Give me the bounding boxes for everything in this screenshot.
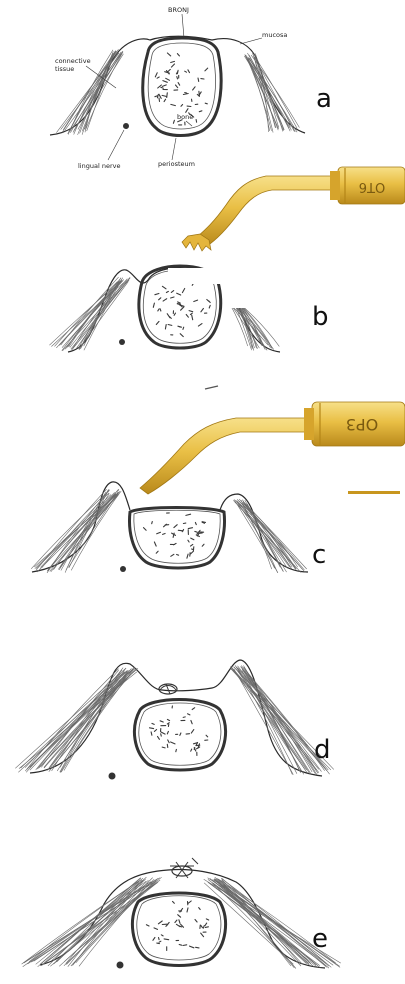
trabecula-mark	[157, 943, 160, 944]
label-tissue: tissue	[55, 65, 74, 73]
fiber-stroke	[84, 279, 122, 350]
trabecula-mark	[152, 522, 153, 524]
label-bronj: BRONJ	[168, 6, 189, 14]
trabecula-mark	[177, 555, 179, 556]
panel-letter-a: a	[316, 84, 332, 114]
image-cutout-right	[226, 280, 254, 308]
fiber-stroke	[256, 58, 298, 129]
trabecula-mark	[195, 531, 197, 532]
fiber-stroke	[49, 281, 120, 346]
panel-letter-d: d	[314, 735, 331, 765]
fiber-stroke	[209, 883, 309, 964]
fiber-stroke	[50, 494, 117, 572]
label-bone: bone	[177, 113, 193, 121]
ink-mark	[205, 386, 218, 389]
tip-collar-bottom	[304, 408, 314, 440]
fiber-stroke	[233, 500, 289, 567]
lingual-nerve-dot	[109, 773, 116, 780]
leader-periosteum	[172, 138, 176, 160]
trabecula-mark	[183, 717, 185, 718]
trabecula-mark	[205, 927, 208, 928]
label-connective: connective	[55, 57, 91, 65]
bone-section	[134, 510, 220, 563]
trabecula-mark	[179, 945, 181, 946]
connective-tissue-fibers-left	[49, 277, 130, 351]
fiber-stroke	[71, 282, 127, 350]
fiber-stroke	[79, 282, 129, 350]
connective-tissue-fibers-right	[233, 499, 306, 573]
panel-letter-c: c	[312, 540, 326, 570]
trabecula-mark	[161, 734, 162, 736]
trabecula-mark	[196, 947, 199, 948]
leader-bronj	[182, 14, 184, 38]
label-periosteum: periosteum	[158, 160, 196, 168]
trabecula-mark	[196, 120, 197, 123]
label-mucosa: mucosa	[262, 31, 287, 39]
fiber-stroke	[31, 883, 152, 962]
trabecula-mark	[199, 533, 203, 534]
tip-shaft-bottom	[140, 418, 318, 494]
trabecula-mark	[159, 98, 160, 101]
leader-nerve	[108, 130, 124, 160]
fiber-stroke	[51, 672, 128, 767]
lingual-nerve-dot	[117, 962, 124, 969]
trabecula-mark	[185, 93, 187, 94]
panel-e-illustration	[22, 858, 341, 969]
panel-letter-b: b	[312, 302, 329, 332]
panel-d-illustration	[15, 660, 334, 780]
trabecula-mark	[205, 103, 207, 104]
trabecula-mark	[151, 732, 152, 735]
panel-b-illustration	[49, 266, 280, 352]
connective-tissue-fibers-right	[244, 53, 299, 133]
connective-tissue-fibers-left	[31, 489, 121, 573]
fiber-stroke	[236, 667, 307, 770]
trabecula-mark	[183, 945, 187, 946]
tip-collar-top	[330, 171, 340, 200]
fiber-stroke	[57, 883, 139, 963]
trabecula-mark	[183, 327, 184, 329]
leader-mucosa	[240, 38, 262, 44]
trabecula-mark	[178, 530, 183, 531]
lingual-nerve-dot	[120, 566, 126, 572]
suture-knot	[172, 866, 192, 876]
trabecula-mark	[167, 93, 168, 98]
trabecula-mark	[159, 938, 160, 940]
trabecula-mark	[162, 747, 165, 748]
fiber-stroke	[47, 493, 119, 570]
bone-section	[137, 896, 221, 960]
label-lingual-nerve: lingual nerve	[78, 162, 120, 170]
lingual-nerve-dot	[123, 123, 129, 129]
tip-shaft-top	[197, 176, 350, 246]
trabecula-mark	[194, 747, 195, 749]
trabecula-mark	[177, 77, 178, 79]
tip-base-line	[348, 491, 400, 494]
tip-label-op3: OP3	[346, 415, 378, 434]
tip-label-ot6: OT6	[359, 179, 385, 194]
trabecula-mark	[167, 744, 168, 747]
trabecula-mark	[176, 749, 177, 751]
trabecula-mark	[199, 91, 200, 96]
connective-tissue-fibers-left	[15, 667, 138, 772]
trabecula-mark	[179, 327, 181, 328]
fiber-stroke	[233, 670, 304, 775]
trabecula-mark	[198, 78, 199, 81]
lingual-nerve-dot	[119, 339, 125, 345]
fiber-stroke	[64, 669, 134, 770]
fiber-stroke	[15, 668, 126, 768]
panel-c-illustration	[31, 482, 308, 573]
fiber-stroke	[19, 672, 137, 769]
fiber-stroke	[72, 283, 126, 350]
fiber-stroke	[41, 490, 120, 568]
trabecula-mark	[192, 549, 194, 550]
trabecula-mark	[150, 728, 154, 729]
panel-letter-e: e	[312, 924, 328, 954]
